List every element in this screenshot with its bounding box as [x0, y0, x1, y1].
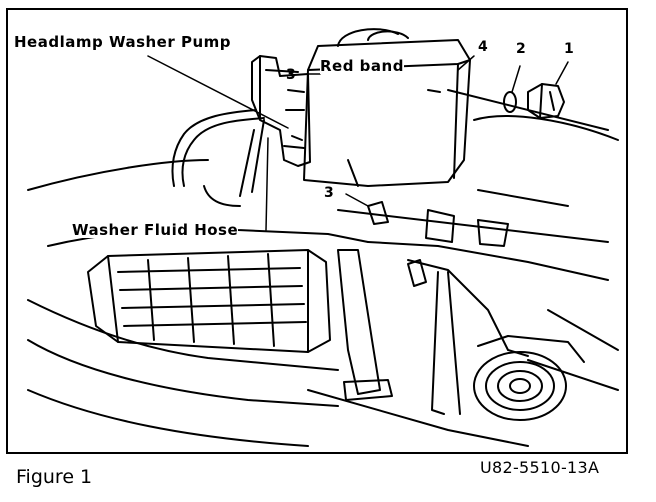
figure-caption: Figure 1	[16, 466, 93, 488]
part-number-3-upper: 3	[286, 67, 296, 83]
headlamp-washer-pump-label: Headlamp Washer Pump	[14, 33, 232, 51]
figure-code: U82-5510-13A	[480, 458, 600, 477]
washer-fluid-hoses	[171, 109, 265, 207]
engine-bay-drawing	[27, 28, 619, 447]
mounting-bracket	[367, 201, 509, 287]
figure-frame: Headlamp Washer Pump Red band Washer Flu…	[6, 8, 628, 454]
washer-nozzle	[337, 249, 393, 401]
headlamp-washer-pump-part	[251, 55, 311, 167]
leader-lines	[147, 55, 569, 231]
washer-fluid-hose-label: Washer Fluid Hose	[72, 221, 239, 239]
part-number-4: 4	[478, 39, 488, 55]
red-band-label: Red band	[320, 57, 404, 75]
body-contours	[27, 89, 619, 447]
part-number-2: 2	[516, 41, 526, 57]
horn-part	[473, 335, 585, 421]
part-number-3-lower: 3	[324, 185, 334, 201]
part-number-1: 1	[564, 41, 574, 57]
washer-reservoir-tank	[303, 28, 471, 187]
headlamp-assembly	[87, 249, 331, 353]
